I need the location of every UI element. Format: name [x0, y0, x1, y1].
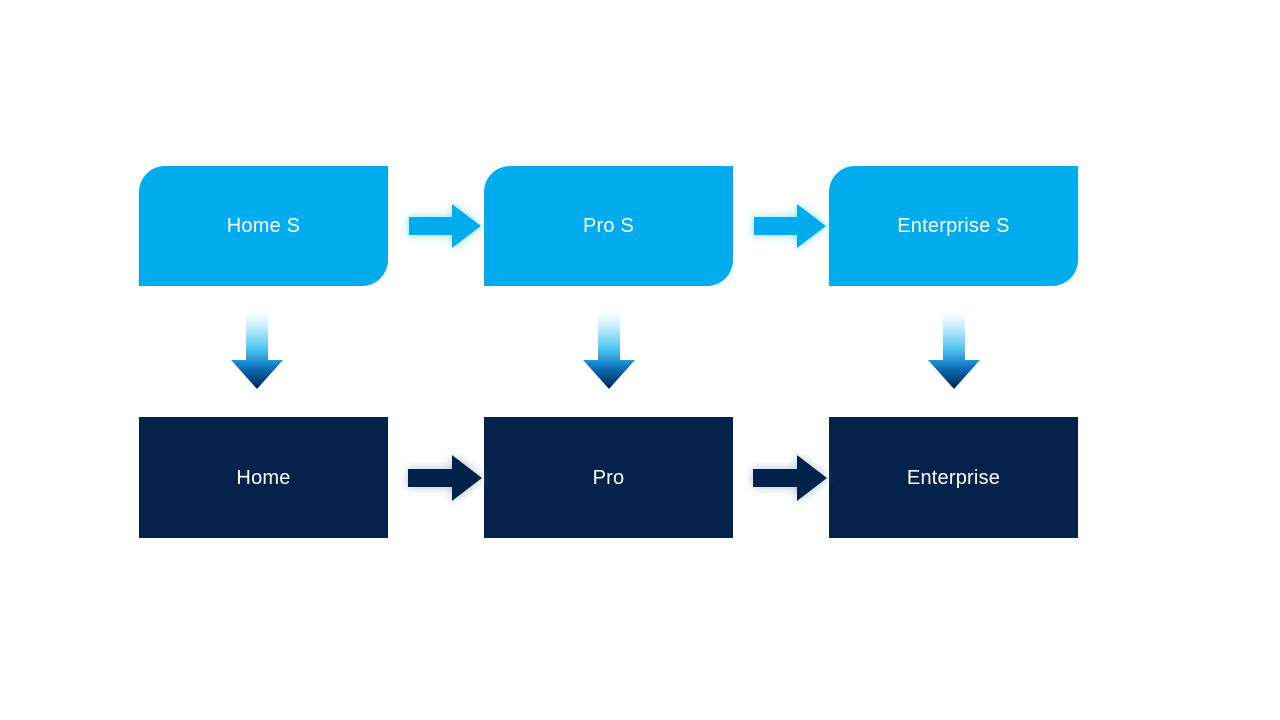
node-enterprise-s[interactable]: Enterprise S [829, 166, 1078, 286]
arrow-down-pro-s-to-pro-shape [583, 312, 635, 389]
arrow-right-pro-to-enterprise-shape [753, 455, 827, 501]
node-enterprise[interactable]: Enterprise [829, 417, 1078, 538]
arrow-right-home-s-to-pro-s-shape [409, 204, 481, 248]
node-enterprise-s-label: Enterprise S [897, 215, 1010, 237]
arrow-down-enterprise-s-to-enterprise-shape [928, 312, 980, 389]
arrow-right-home-to-pro-shape [408, 455, 482, 501]
arrow-right-pro-s-to-enterprise-s [750, 200, 830, 252]
arrow-right-pro-s-to-enterprise-s-shape [754, 204, 826, 248]
node-home-s-label: Home S [226, 215, 301, 237]
node-pro[interactable]: Pro [484, 417, 733, 538]
arrow-down-enterprise-s-to-enterprise [925, 310, 983, 392]
node-home[interactable]: Home [139, 417, 388, 538]
arrow-right-home-to-pro [402, 450, 488, 506]
arrow-down-home-s-to-home [228, 310, 286, 392]
arrow-right-pro-to-enterprise [747, 450, 833, 506]
node-pro-label: Pro [592, 466, 625, 489]
arrow-right-home-s-to-pro-s [405, 200, 485, 252]
node-pro-s-label: Pro S [582, 215, 635, 237]
node-home-s[interactable]: Home S [139, 166, 388, 286]
node-home-label: Home [236, 466, 291, 489]
arrow-down-pro-s-to-pro [580, 310, 638, 392]
node-enterprise-label: Enterprise [906, 466, 1001, 489]
arrow-down-home-s-to-home-shape [231, 312, 283, 389]
node-pro-s[interactable]: Pro S [484, 166, 733, 286]
